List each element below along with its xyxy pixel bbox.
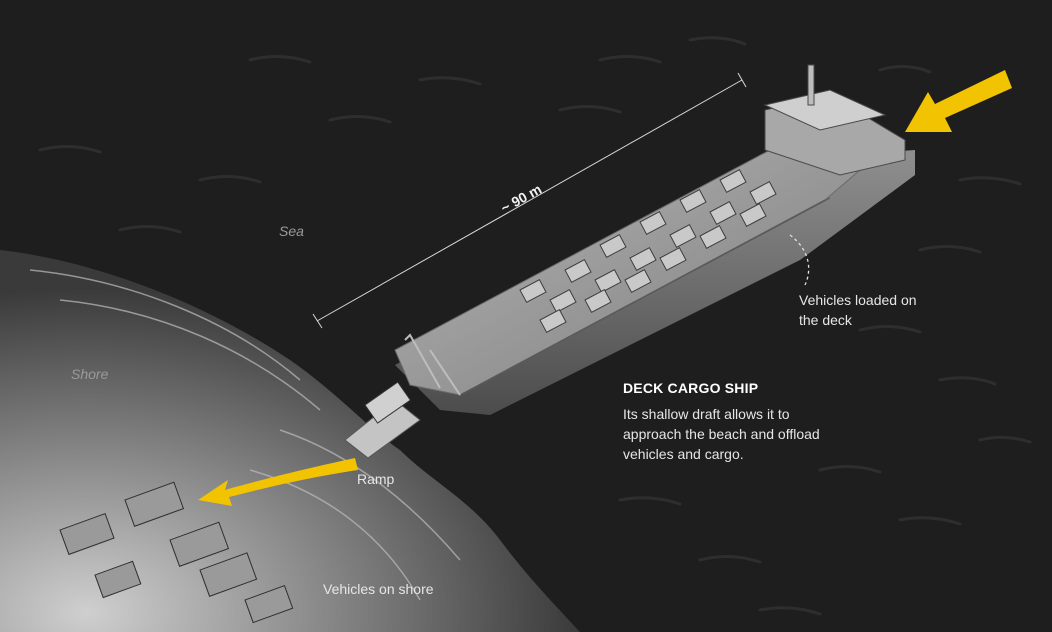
arrow-down-left-icon bbox=[905, 70, 1012, 132]
deck-callout-line bbox=[789, 234, 810, 286]
ramp-label: Ramp bbox=[357, 471, 395, 487]
vehicles-on-shore-label: Vehicles on shore bbox=[323, 581, 434, 597]
ramp-truck bbox=[364, 381, 412, 424]
ship-description: Its shallow draft allows it to approach … bbox=[623, 406, 820, 462]
arrow-left-icon bbox=[198, 458, 358, 506]
deck-vehicles bbox=[519, 168, 777, 334]
shore-vehicles bbox=[59, 481, 294, 624]
ship-title: DECK CARGO SHIP bbox=[623, 380, 759, 396]
sea-ripples bbox=[38, 36, 1032, 616]
deck-railing bbox=[459, 197, 831, 396]
sea-label: Sea bbox=[279, 223, 304, 239]
length-dimension-line bbox=[312, 72, 747, 329]
vehicles-loaded-label: Vehicles loaded on the deck bbox=[799, 292, 917, 328]
ship-bridge bbox=[763, 64, 906, 176]
shore-label: Shore bbox=[71, 366, 109, 382]
shore-area bbox=[0, 250, 580, 632]
bow-cranes bbox=[404, 333, 461, 396]
ship-deck bbox=[394, 149, 862, 396]
